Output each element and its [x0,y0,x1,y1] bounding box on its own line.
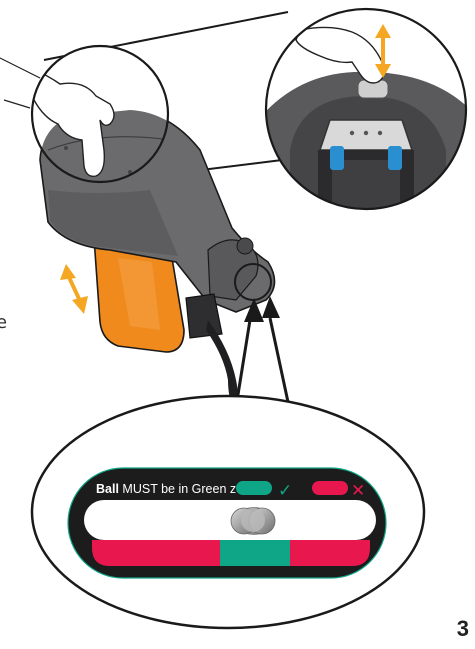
zoom-detail-circle [258,9,475,230]
check-icon: ✓ [278,481,292,501]
green-zone [220,540,290,566]
latch-left [330,146,344,170]
indicator-callout: Ball MUST be in Green zone ✓ ✕ [32,396,424,628]
up-down-arrow-icon [60,264,88,314]
indicator-instruction: Ball MUST be in Green zone [96,482,257,496]
latch-right [388,146,402,170]
page-number: 3 [457,616,469,642]
red-zone-swatch [312,481,348,495]
level-window [84,500,376,540]
green-zone-swatch [236,481,272,495]
level-ball [231,507,275,535]
side-letter: e [0,312,7,333]
cross-icon: ✕ [351,481,365,501]
